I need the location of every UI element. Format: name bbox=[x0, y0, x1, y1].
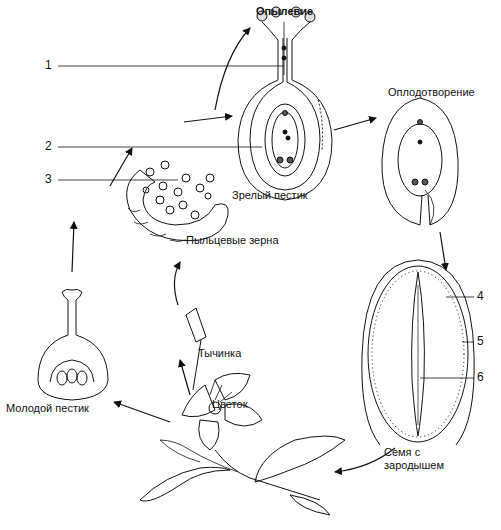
callout-number: 1 bbox=[45, 59, 52, 72]
callout-number: 5 bbox=[477, 335, 484, 348]
stage-label: Семя с зародышем bbox=[384, 446, 456, 472]
stage-label: Оплодотворение bbox=[388, 86, 475, 99]
callout-number: 6 bbox=[477, 371, 484, 384]
stage-label: Зрелый пестик bbox=[232, 189, 308, 202]
stage-label: Молодой пестик bbox=[6, 402, 89, 415]
stage-title: Опылевие bbox=[256, 5, 313, 18]
fertilization-ovule bbox=[382, 98, 458, 225]
flower-branch bbox=[140, 373, 345, 515]
callout-number: 3 bbox=[45, 173, 52, 186]
pollen-anther bbox=[127, 161, 229, 242]
callout-number: 4 bbox=[477, 290, 484, 303]
young-pistil bbox=[38, 289, 108, 400]
callout-number: 2 bbox=[45, 140, 52, 153]
stage-label: Тычинка bbox=[198, 347, 241, 360]
seed bbox=[362, 260, 474, 445]
mature-pistil bbox=[238, 7, 332, 200]
stage-label: Пыльцевые зерна bbox=[186, 234, 279, 247]
leader-lines bbox=[58, 66, 474, 378]
stage-label: Цветок bbox=[212, 398, 247, 411]
